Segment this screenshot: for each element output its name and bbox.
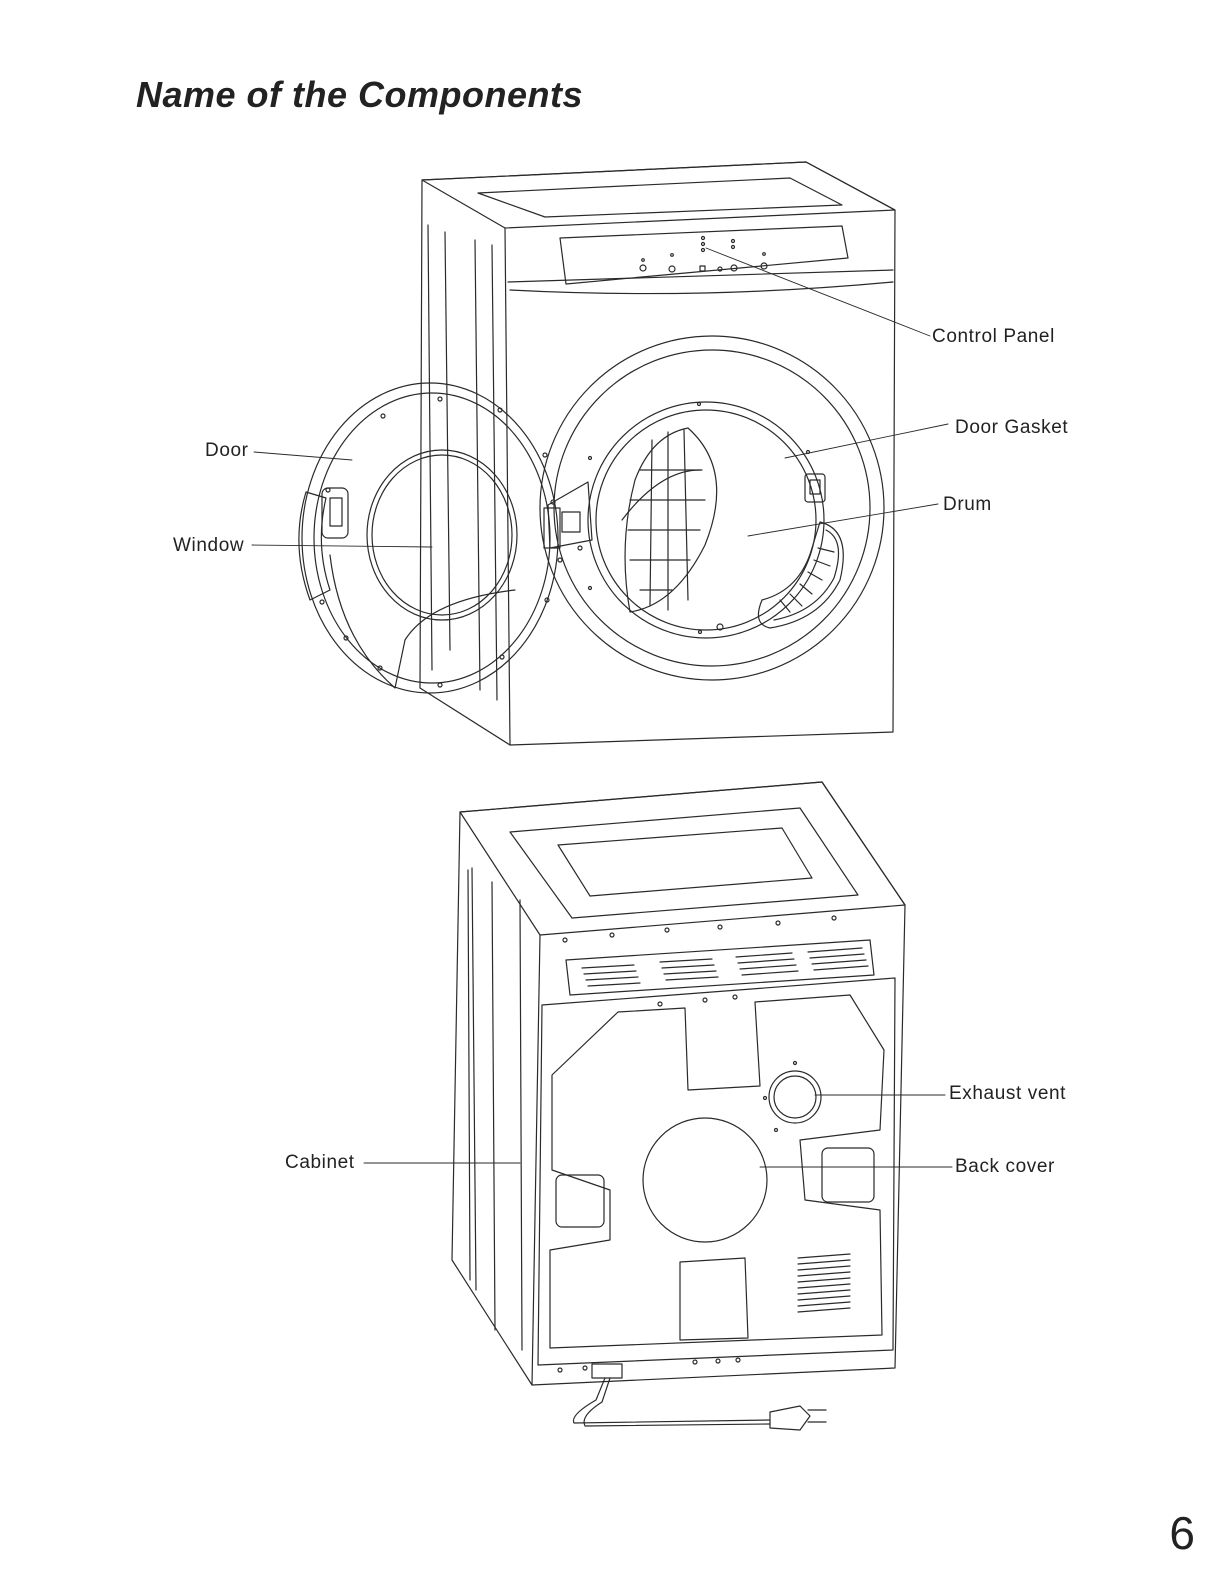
label-window: Window <box>173 536 244 555</box>
label-door: Door <box>205 441 249 460</box>
label-door-gasket: Door Gasket <box>955 418 1068 437</box>
exhaust-vent <box>764 1062 822 1132</box>
rear-leader-lines <box>364 1095 952 1167</box>
door-hinge <box>544 482 592 562</box>
power-cord <box>573 1364 826 1430</box>
label-back-cover: Back cover <box>955 1157 1055 1176</box>
page-number: 6 <box>1169 1510 1195 1556</box>
control-panel <box>508 226 893 294</box>
label-exhaust-vent: Exhaust vent <box>949 1084 1066 1103</box>
drum <box>589 403 844 634</box>
front-view <box>252 162 948 745</box>
label-control-panel: Control Panel <box>932 327 1055 346</box>
rear-view <box>364 782 952 1430</box>
door <box>299 383 558 693</box>
label-drum: Drum <box>943 495 992 514</box>
vent-strip <box>566 940 874 995</box>
label-cabinet: Cabinet <box>285 1153 355 1172</box>
door-opening <box>540 336 884 680</box>
back-cover <box>538 916 895 1372</box>
